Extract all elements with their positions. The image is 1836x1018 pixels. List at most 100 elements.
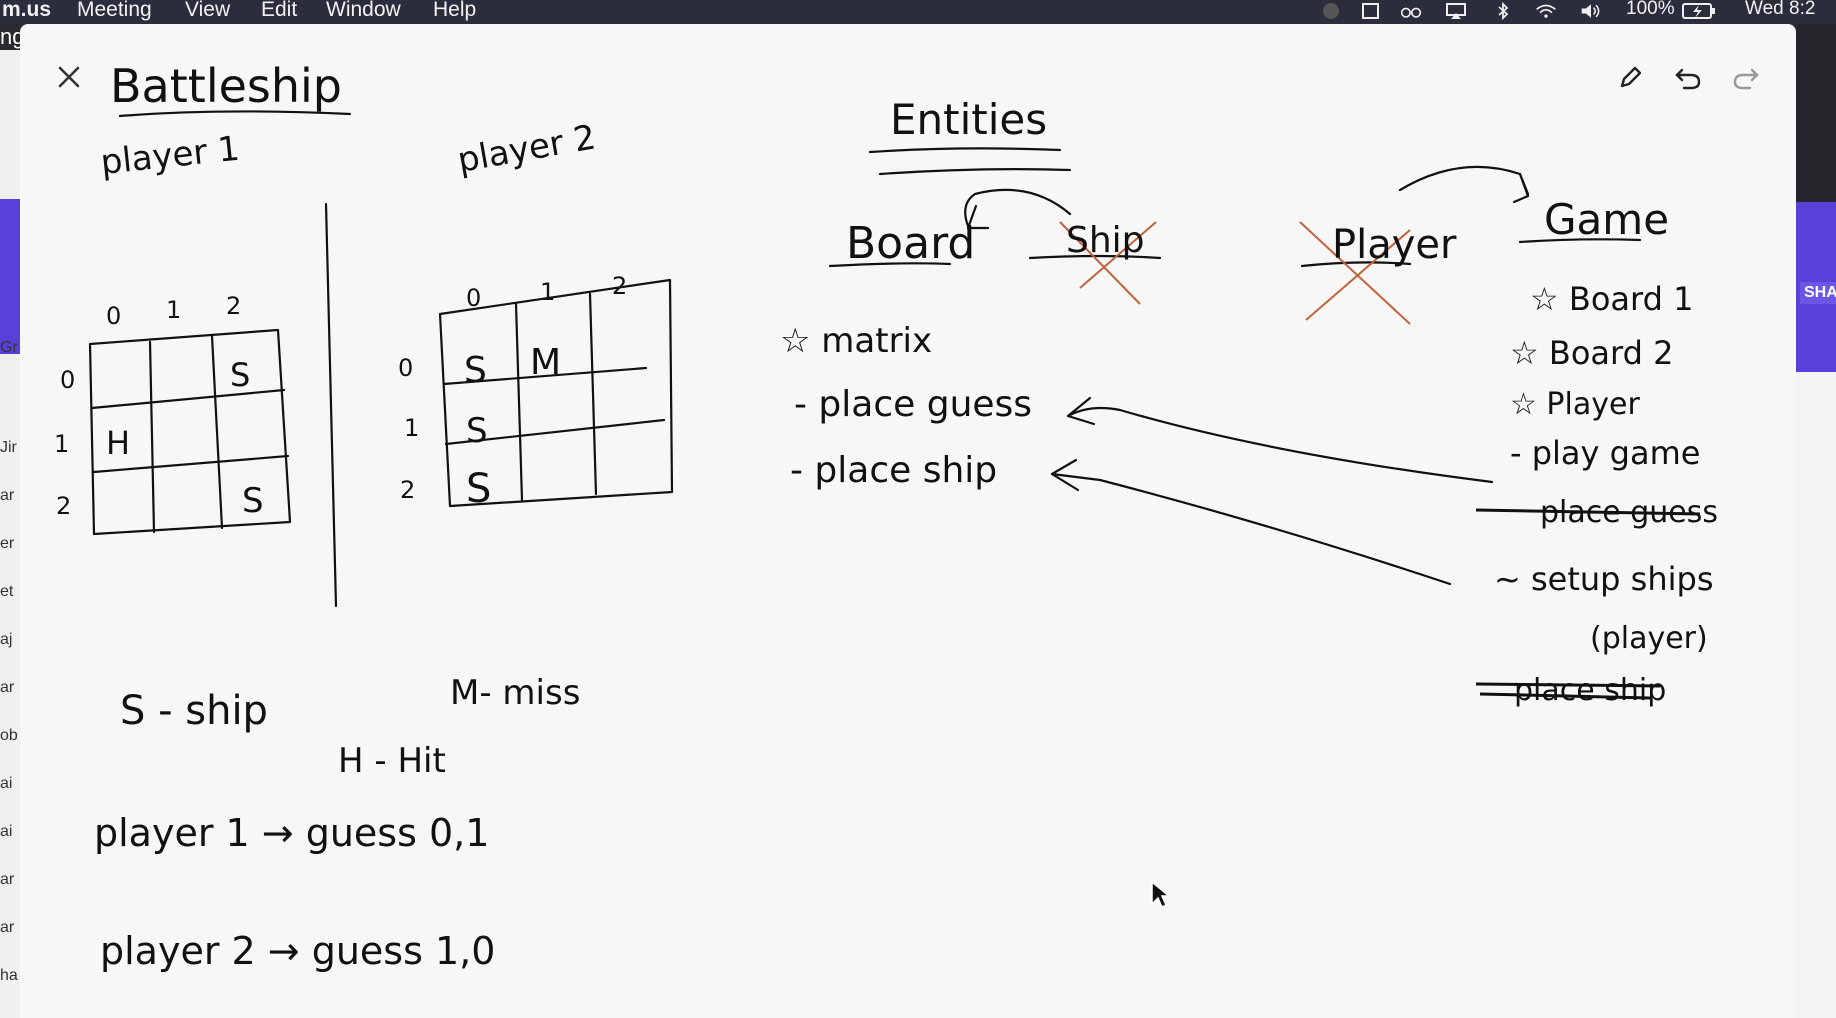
game-member: ☆ Player — [1510, 387, 1640, 422]
menubar-clock[interactable]: Wed 8:2 — [1745, 0, 1816, 19]
board-underline — [828, 262, 952, 268]
board-member: - place ship — [790, 450, 997, 491]
entities-title: Entities — [890, 95, 1047, 144]
legend-hit: H - Hit — [338, 741, 446, 781]
background-label: ob — [0, 727, 18, 744]
strike-place-ship — [1475, 682, 1661, 688]
grid2-row-index: 0 — [398, 354, 413, 382]
grid2-line — [442, 366, 648, 386]
undo-icon[interactable] — [1674, 64, 1702, 92]
grid1-col-index: 0 — [106, 302, 121, 330]
grid2-col-index: 0 — [466, 284, 481, 312]
background-label: er — [0, 535, 15, 552]
volume-icon[interactable] — [1580, 2, 1602, 20]
strike-marks — [1059, 221, 1411, 325]
glasses-icon[interactable] — [1400, 2, 1422, 20]
background-label: ar — [0, 679, 15, 696]
status-dot-icon[interactable] — [1320, 2, 1342, 20]
app-name[interactable]: m.us — [2, 0, 52, 21]
window-icon[interactable] — [1360, 2, 1382, 20]
whiteboard[interactable]: Battleship player 1 player 2 0 1 2 0 1 2… — [20, 24, 1796, 1018]
grid2-cell: S — [464, 350, 487, 391]
board-member: - place guess — [794, 384, 1032, 425]
grid2-col-index: 2 — [612, 272, 627, 300]
battery-icon[interactable] — [1682, 2, 1716, 20]
grid1-line — [90, 388, 286, 410]
legend-miss: M- miss — [450, 673, 580, 713]
game-member-arg: (player) — [1590, 621, 1708, 656]
bluetooth-icon[interactable] — [1492, 2, 1514, 20]
background-label: Jir — [0, 439, 17, 456]
grid1-row-index: 0 — [60, 366, 75, 394]
grid1-line — [148, 340, 156, 534]
airplay-icon[interactable] — [1445, 2, 1467, 20]
grid2-line — [514, 302, 524, 502]
player-underline — [1300, 261, 1412, 268]
game-member-struck: place ship — [1514, 673, 1666, 708]
game-member: ~ setup ships — [1494, 560, 1713, 598]
background-label: ar — [0, 487, 15, 504]
arrow-head — [1512, 172, 1530, 204]
ship-cross — [1059, 221, 1157, 305]
player-divider — [324, 202, 338, 608]
background-toolbar — [1796, 24, 1836, 202]
arrow-head — [1050, 458, 1080, 492]
wifi-icon[interactable] — [1535, 2, 1557, 20]
game-member: - play game — [1510, 434, 1700, 472]
grid1-line — [210, 334, 224, 530]
grid2-frame — [438, 278, 674, 508]
grid2-row-index: 2 — [400, 476, 415, 504]
grid1-line — [92, 454, 290, 474]
ship-underline — [1028, 254, 1162, 260]
battery-percent: 100% — [1626, 0, 1675, 19]
redo-icon[interactable] — [1732, 64, 1760, 92]
background-window-right: SHA — [1796, 24, 1836, 1018]
arrow-head — [966, 204, 990, 230]
strike-place-guess — [1475, 508, 1701, 516]
whiteboard-title: Battleship — [110, 59, 342, 113]
background-label: ai — [0, 775, 13, 792]
grid2-col-index: 1 — [540, 278, 555, 306]
background-label: ai — [0, 823, 13, 840]
background-label: et — [0, 583, 14, 600]
grid1-col-index: 1 — [166, 296, 181, 324]
setup-ships-arrow — [1050, 472, 1452, 586]
board-member: ☆ matrix — [780, 321, 932, 361]
menu-help[interactable]: Help — [433, 0, 477, 21]
background-label: ar — [0, 919, 15, 936]
player-cross — [1299, 221, 1411, 325]
background-label: ha — [0, 967, 18, 984]
entity-ship: Ship — [1066, 220, 1145, 261]
game-member-struck: place guess — [1540, 495, 1718, 530]
close-icon[interactable] — [56, 64, 82, 90]
legend-ship: S - ship — [120, 688, 268, 734]
background-label: aj — [0, 631, 13, 648]
grid1-row-index: 2 — [56, 492, 71, 520]
player1-label: player 1 — [99, 129, 242, 183]
game-member: ☆ Board 2 — [1510, 334, 1673, 372]
menu-meeting[interactable]: Meeting — [77, 0, 152, 21]
menu-window[interactable]: Window — [326, 0, 401, 21]
entities-underline — [868, 147, 1062, 154]
mouse-cursor-icon — [1151, 880, 1170, 909]
pencil-icon[interactable] — [1616, 64, 1644, 92]
entities-underline — [878, 168, 1072, 176]
background-label: Gr — [0, 339, 18, 356]
whiteboard-drawing: Battleship player 1 player 2 0 1 2 0 1 2… — [54, 59, 1718, 973]
title-underline — [118, 110, 352, 118]
grid2-cell: S — [466, 411, 488, 451]
game-member: ☆ Board 1 — [1530, 280, 1693, 318]
grid1-frame — [88, 328, 292, 536]
menu-edit[interactable]: Edit — [261, 0, 298, 21]
grid1-cell: S — [230, 356, 250, 394]
play-game-arrow — [1066, 406, 1494, 484]
background-share-button[interactable]: SHA — [1800, 282, 1836, 304]
grid1-cell: S — [242, 481, 264, 521]
background-window-left: ng Gr Jir ar er et aj ar ob ai ai ar ar … — [0, 24, 20, 1018]
background-label: ar — [0, 871, 15, 888]
arrow-head — [1066, 396, 1096, 426]
entity-board: Board — [846, 218, 975, 269]
grid2-row-index: 1 — [404, 414, 419, 442]
player-to-game-arrow — [1398, 165, 1530, 196]
menu-view[interactable]: View — [185, 0, 231, 21]
